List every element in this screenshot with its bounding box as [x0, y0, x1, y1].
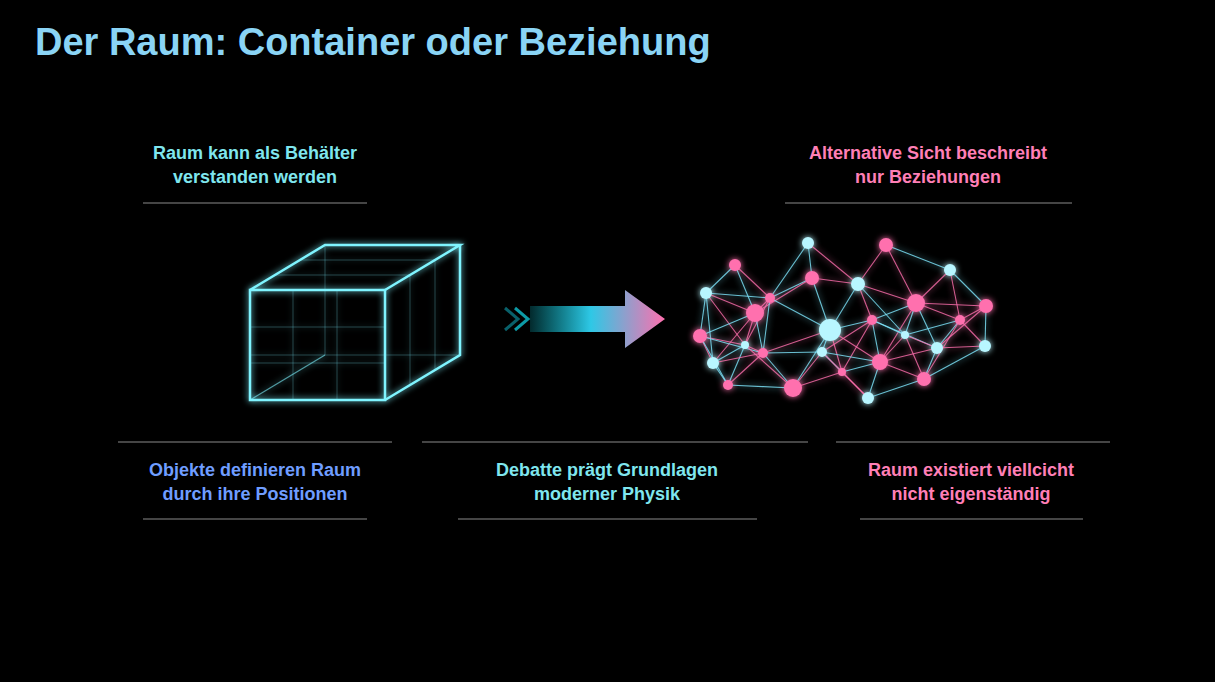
- network-node: [931, 342, 943, 354]
- network-node: [723, 380, 733, 390]
- transition-arrow: [505, 290, 665, 348]
- network-node: [693, 329, 707, 343]
- network-node: [817, 347, 827, 357]
- network-link: [937, 346, 985, 348]
- network-node: [729, 259, 741, 271]
- network-node: [872, 354, 888, 370]
- title: Der Raum: Container oder Beziehung: [35, 20, 711, 66]
- network-link: [872, 320, 937, 348]
- network-link: [880, 303, 916, 362]
- network-node: [979, 340, 991, 352]
- network-link: [745, 345, 793, 388]
- network-node: [979, 299, 993, 313]
- network-link: [700, 336, 763, 353]
- network-node: [879, 238, 893, 252]
- caption-text: Debatte prägt Grundlagen moderner Physik: [457, 458, 757, 507]
- network-link: [905, 320, 960, 335]
- cube-illustration: [250, 245, 460, 400]
- network-link: [728, 345, 745, 385]
- network-link: [858, 245, 886, 284]
- network-link: [872, 320, 905, 335]
- network-node: [851, 277, 865, 291]
- network-node: [741, 341, 749, 349]
- network-node: [707, 357, 719, 369]
- network-link: [916, 303, 986, 306]
- network-node: [802, 237, 814, 249]
- network-link: [706, 265, 735, 293]
- network-link: [868, 379, 924, 398]
- network-link: [822, 352, 868, 398]
- network-node: [784, 379, 802, 397]
- caption-text: Raum existiert viellcicht nicht eigenstä…: [849, 458, 1093, 507]
- network-node: [758, 348, 768, 358]
- network-node: [944, 264, 956, 276]
- caption-text: Objekte definieren Raum durch ihre Posit…: [105, 458, 405, 507]
- network-link: [728, 353, 763, 385]
- network-link: [950, 270, 986, 306]
- network-link: [706, 293, 745, 345]
- network-node: [819, 319, 841, 341]
- network-link: [842, 320, 872, 372]
- network-link: [937, 306, 986, 348]
- network-illustration: [693, 237, 993, 404]
- network-link: [950, 270, 960, 320]
- network-node: [901, 331, 909, 339]
- network-node: [907, 294, 925, 312]
- network-node: [838, 368, 846, 376]
- network-link: [886, 245, 950, 270]
- network-node: [917, 372, 931, 386]
- network-link: [770, 243, 808, 298]
- network-link: [763, 298, 770, 353]
- network-link: [763, 352, 822, 353]
- network-link: [905, 335, 924, 379]
- caption-text: Alternative Sicht beschreibt nur Beziehu…: [785, 141, 1072, 190]
- network-link: [745, 298, 770, 345]
- network-link: [735, 265, 770, 298]
- network-node: [955, 315, 965, 325]
- network-link: [755, 278, 812, 313]
- network-link: [713, 353, 763, 363]
- network-node: [867, 315, 877, 325]
- network-link: [880, 348, 937, 362]
- network-node: [862, 392, 874, 404]
- network-node: [765, 293, 775, 303]
- network-link: [728, 385, 793, 388]
- network-node: [805, 271, 819, 285]
- network-node: [746, 304, 764, 322]
- caption-text: Raum kann als Behälter verstanden werden: [105, 141, 405, 190]
- network-node: [700, 287, 712, 299]
